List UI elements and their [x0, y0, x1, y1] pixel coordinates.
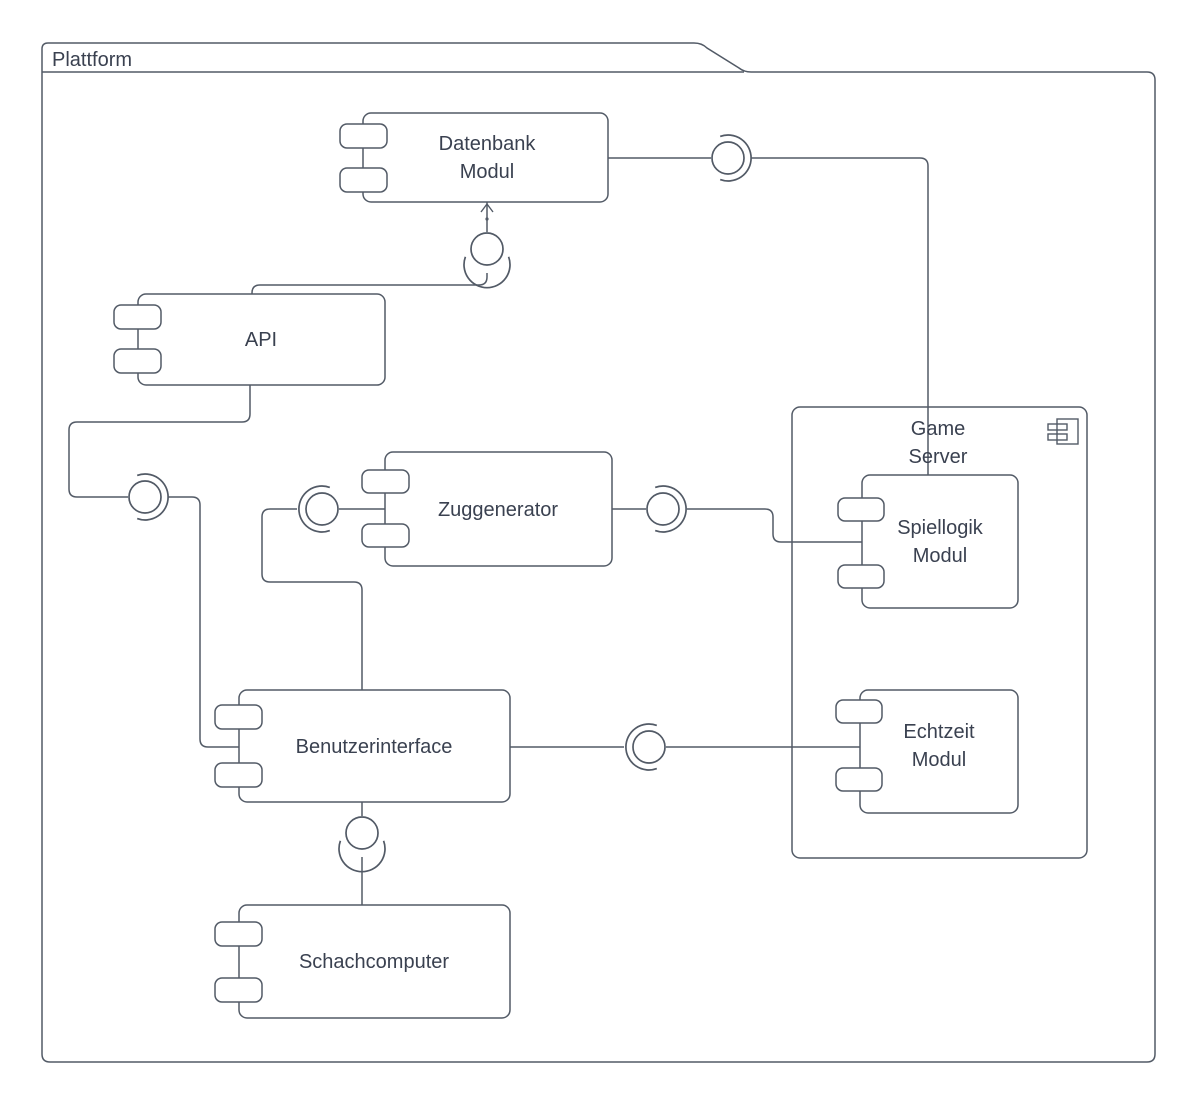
connector-datenbank-to-spiellogik	[608, 157, 929, 475]
uml-component-icon	[1047, 418, 1079, 445]
open-arrowhead-up	[480, 202, 494, 213]
component-box	[362, 112, 609, 203]
component-echtzeit-modul	[835, 689, 1019, 814]
component-tab	[361, 523, 410, 548]
component-datenbank-modul	[339, 112, 609, 203]
connector-api-to-benutzerinterface	[68, 385, 251, 748]
api-label: API	[245, 329, 277, 351]
interface-zuggenerator-benutzerinterface	[298, 485, 339, 533]
required-interface-socket	[719, 134, 752, 182]
provided-interface-ball	[646, 492, 680, 526]
provided-interface-ball	[470, 232, 504, 266]
datenbank-modul-label-line1: Datenbank	[439, 133, 537, 155]
component-tab	[837, 564, 885, 589]
component-box	[238, 904, 511, 1019]
required-interface-socket	[463, 256, 511, 289]
interface-datenbank-api	[463, 232, 511, 289]
spiellogik-modul-label-line1: Spiellogik	[897, 517, 984, 539]
interface-datenbank-spiellogik	[711, 134, 752, 182]
component-box	[859, 689, 1019, 814]
component-box	[137, 293, 386, 386]
connector-datenbank-to-api	[251, 202, 494, 294]
game-server-label-line2: Server	[909, 446, 968, 468]
component-box	[384, 451, 613, 567]
required-interface-socket	[136, 473, 169, 521]
component-spiellogik-modul	[837, 474, 1019, 609]
schachcomputer-label: Schachcomputer	[299, 951, 449, 973]
echtzeit-modul-label-line2: Modul	[912, 749, 966, 771]
component-tab	[214, 977, 263, 1003]
component-tab	[339, 167, 388, 193]
provided-interface-ball	[632, 730, 666, 764]
datenbank-modul-label-line2: Modul	[460, 161, 514, 183]
provided-interface-ball	[345, 816, 379, 850]
component-tab	[113, 304, 162, 330]
component-schachcomputer	[214, 904, 511, 1019]
provided-interface-ball	[305, 492, 339, 526]
interface-api-benutzerinterface	[128, 473, 169, 521]
component-tab	[361, 469, 410, 494]
component-api	[113, 293, 386, 386]
component-tab	[835, 699, 883, 724]
required-interface-socket	[298, 485, 331, 533]
game-server-label-line1: Game	[911, 418, 965, 440]
required-interface-socket	[338, 840, 386, 873]
component-tab	[214, 921, 263, 947]
component-zuggenerator	[361, 451, 613, 567]
interface-echtzeit-benutzerinterface	[625, 723, 666, 771]
interface-benutzerinterface-schachcomputer	[338, 816, 386, 873]
package-label: Plattform	[52, 49, 132, 71]
component-tab	[835, 767, 883, 792]
required-interface-socket	[654, 485, 687, 533]
spiellogik-modul-label-line2: Modul	[913, 545, 967, 567]
edge-dot	[485, 217, 489, 221]
provided-interface-ball	[128, 480, 162, 514]
interface-zuggenerator-spiellogik	[646, 485, 687, 533]
component-tab	[113, 348, 162, 374]
connector-zuggenerator-to-spiellogik	[612, 508, 862, 543]
component-tab	[339, 123, 388, 149]
component-tab	[837, 497, 885, 522]
component-benutzerinterface	[214, 689, 511, 803]
component-box	[861, 474, 1019, 609]
provided-interface-ball	[711, 141, 745, 175]
component-tab	[214, 762, 263, 788]
zuggenerator-label: Zuggenerator	[438, 499, 558, 521]
component-box	[238, 689, 511, 803]
required-interface-socket	[625, 723, 658, 771]
component-tab	[214, 704, 263, 730]
benutzerinterface-label: Benutzerinterface	[296, 736, 453, 758]
connector-zuggenerator-to-benutzerinterface	[261, 508, 385, 690]
echtzeit-modul-label-line1: Echtzeit	[903, 721, 975, 743]
